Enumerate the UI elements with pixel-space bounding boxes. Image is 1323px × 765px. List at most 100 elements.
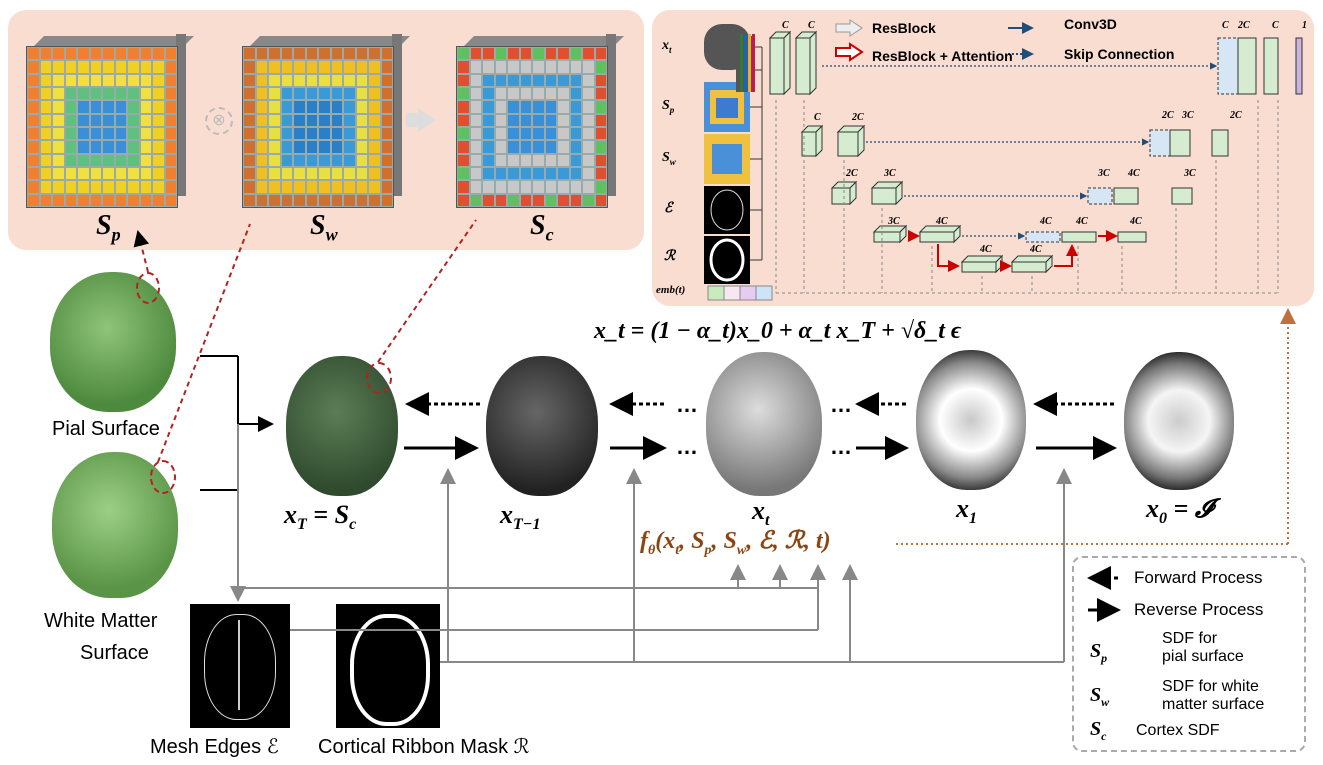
grid-cell xyxy=(368,73,381,87)
grid-cell xyxy=(318,47,331,61)
grid-cell xyxy=(114,47,127,61)
grid-cell xyxy=(114,140,127,154)
grid-cell xyxy=(594,166,607,181)
grid-cell xyxy=(557,140,570,154)
grid-cell xyxy=(507,47,520,61)
grid-cell xyxy=(305,86,318,101)
white-matter-label-2: Surface xyxy=(80,642,149,664)
grid-cell xyxy=(557,73,570,87)
grid-cell xyxy=(380,140,393,154)
grid-cell xyxy=(343,60,356,74)
grid-cell xyxy=(380,47,393,61)
grid-cell xyxy=(343,47,356,61)
grid-cell xyxy=(380,86,393,101)
white-zoom-circle xyxy=(150,460,176,494)
ch-label: 3C xyxy=(1098,168,1110,179)
denoiser-function: fθ(xt, Sp, Sw, ℰ, ℛ, t) xyxy=(640,528,831,558)
grid-cell xyxy=(27,73,40,87)
grid-cell xyxy=(469,47,482,61)
dots-1: … xyxy=(676,392,698,417)
grid-cell xyxy=(482,100,495,114)
grid-cell xyxy=(77,166,90,181)
grid-cell xyxy=(52,193,65,207)
ch-label: C xyxy=(782,20,789,31)
grid-cell xyxy=(532,73,545,87)
ch-label: 1 xyxy=(1302,20,1307,31)
grid-cell xyxy=(569,166,582,181)
grid-cell xyxy=(343,73,356,87)
unet-input-e: ℰ xyxy=(664,201,673,216)
grid-cell xyxy=(355,86,368,101)
grid-cell xyxy=(457,60,470,74)
grid-cell xyxy=(330,193,343,207)
legend-resblock-attn: ResBlock + Attention xyxy=(872,48,1013,64)
grid-cell xyxy=(507,153,520,167)
grid-cell xyxy=(519,166,532,181)
grid-cell xyxy=(102,153,115,167)
grid-cell xyxy=(469,60,482,74)
legend-forward: Forward Process xyxy=(1134,568,1263,587)
grid-cell xyxy=(139,47,152,61)
grid-cell xyxy=(127,140,140,154)
grid-cell xyxy=(77,73,90,87)
grid-cell xyxy=(368,60,381,74)
grid-cell xyxy=(268,47,281,61)
unet-input-xt: xt xyxy=(662,38,672,55)
grid-cell xyxy=(114,166,127,181)
grid-cell xyxy=(64,193,77,207)
grid-cell xyxy=(152,100,165,114)
grid-cell xyxy=(102,140,115,154)
grid-cell xyxy=(594,180,607,194)
grid-cell xyxy=(582,113,595,127)
grid-cell xyxy=(52,100,65,114)
grid-cell xyxy=(280,100,293,114)
grid-cell xyxy=(164,47,177,61)
grid-cell xyxy=(39,140,52,154)
grid-cell xyxy=(293,126,306,141)
grid-cell xyxy=(519,86,532,101)
grid-cell xyxy=(305,166,318,181)
grid-cell xyxy=(89,126,102,141)
grid-cell xyxy=(532,86,545,101)
grid-cell xyxy=(27,180,40,194)
grid-cell xyxy=(544,86,557,101)
legend-box xyxy=(1072,556,1306,752)
ch-label: 4C xyxy=(1040,216,1052,227)
grid-cell xyxy=(482,73,495,87)
grid-cell xyxy=(355,60,368,74)
grid-cell xyxy=(343,100,356,114)
grid-cell xyxy=(469,193,482,207)
grid-cell xyxy=(494,113,507,127)
grid-cell xyxy=(89,166,102,181)
ch-label: 2C xyxy=(852,112,864,123)
mesh-edges-label: Mesh Edges ℰ xyxy=(150,736,279,758)
grid-cell xyxy=(582,180,595,194)
grid-cell xyxy=(164,180,177,194)
grid-cell xyxy=(343,126,356,141)
grid-cell xyxy=(77,86,90,101)
grid-cell xyxy=(457,100,470,114)
grid-cell xyxy=(482,47,495,61)
grid-cell xyxy=(164,86,177,101)
legend-sc-desc: Cortex SDF xyxy=(1136,722,1220,739)
grid-cell xyxy=(255,113,268,127)
grid-cell xyxy=(127,47,140,61)
grid-cell xyxy=(77,193,90,207)
grid-cell xyxy=(164,60,177,74)
grid-cell xyxy=(305,60,318,74)
grid-cell xyxy=(305,153,318,167)
grid-cell xyxy=(355,153,368,167)
grid-cell xyxy=(114,86,127,101)
grid-cell xyxy=(39,180,52,194)
grid-cell xyxy=(318,60,331,74)
ch-label: 4C xyxy=(1130,216,1142,227)
grid-cell xyxy=(114,113,127,127)
grid-cell xyxy=(280,47,293,61)
grid-cell xyxy=(64,153,77,167)
grid-cell xyxy=(532,113,545,127)
grid-cell xyxy=(27,166,40,181)
grid-cell xyxy=(152,180,165,194)
grid-cell xyxy=(482,153,495,167)
grid-cell xyxy=(330,153,343,167)
unet-input-sp: Sp xyxy=(662,98,675,115)
